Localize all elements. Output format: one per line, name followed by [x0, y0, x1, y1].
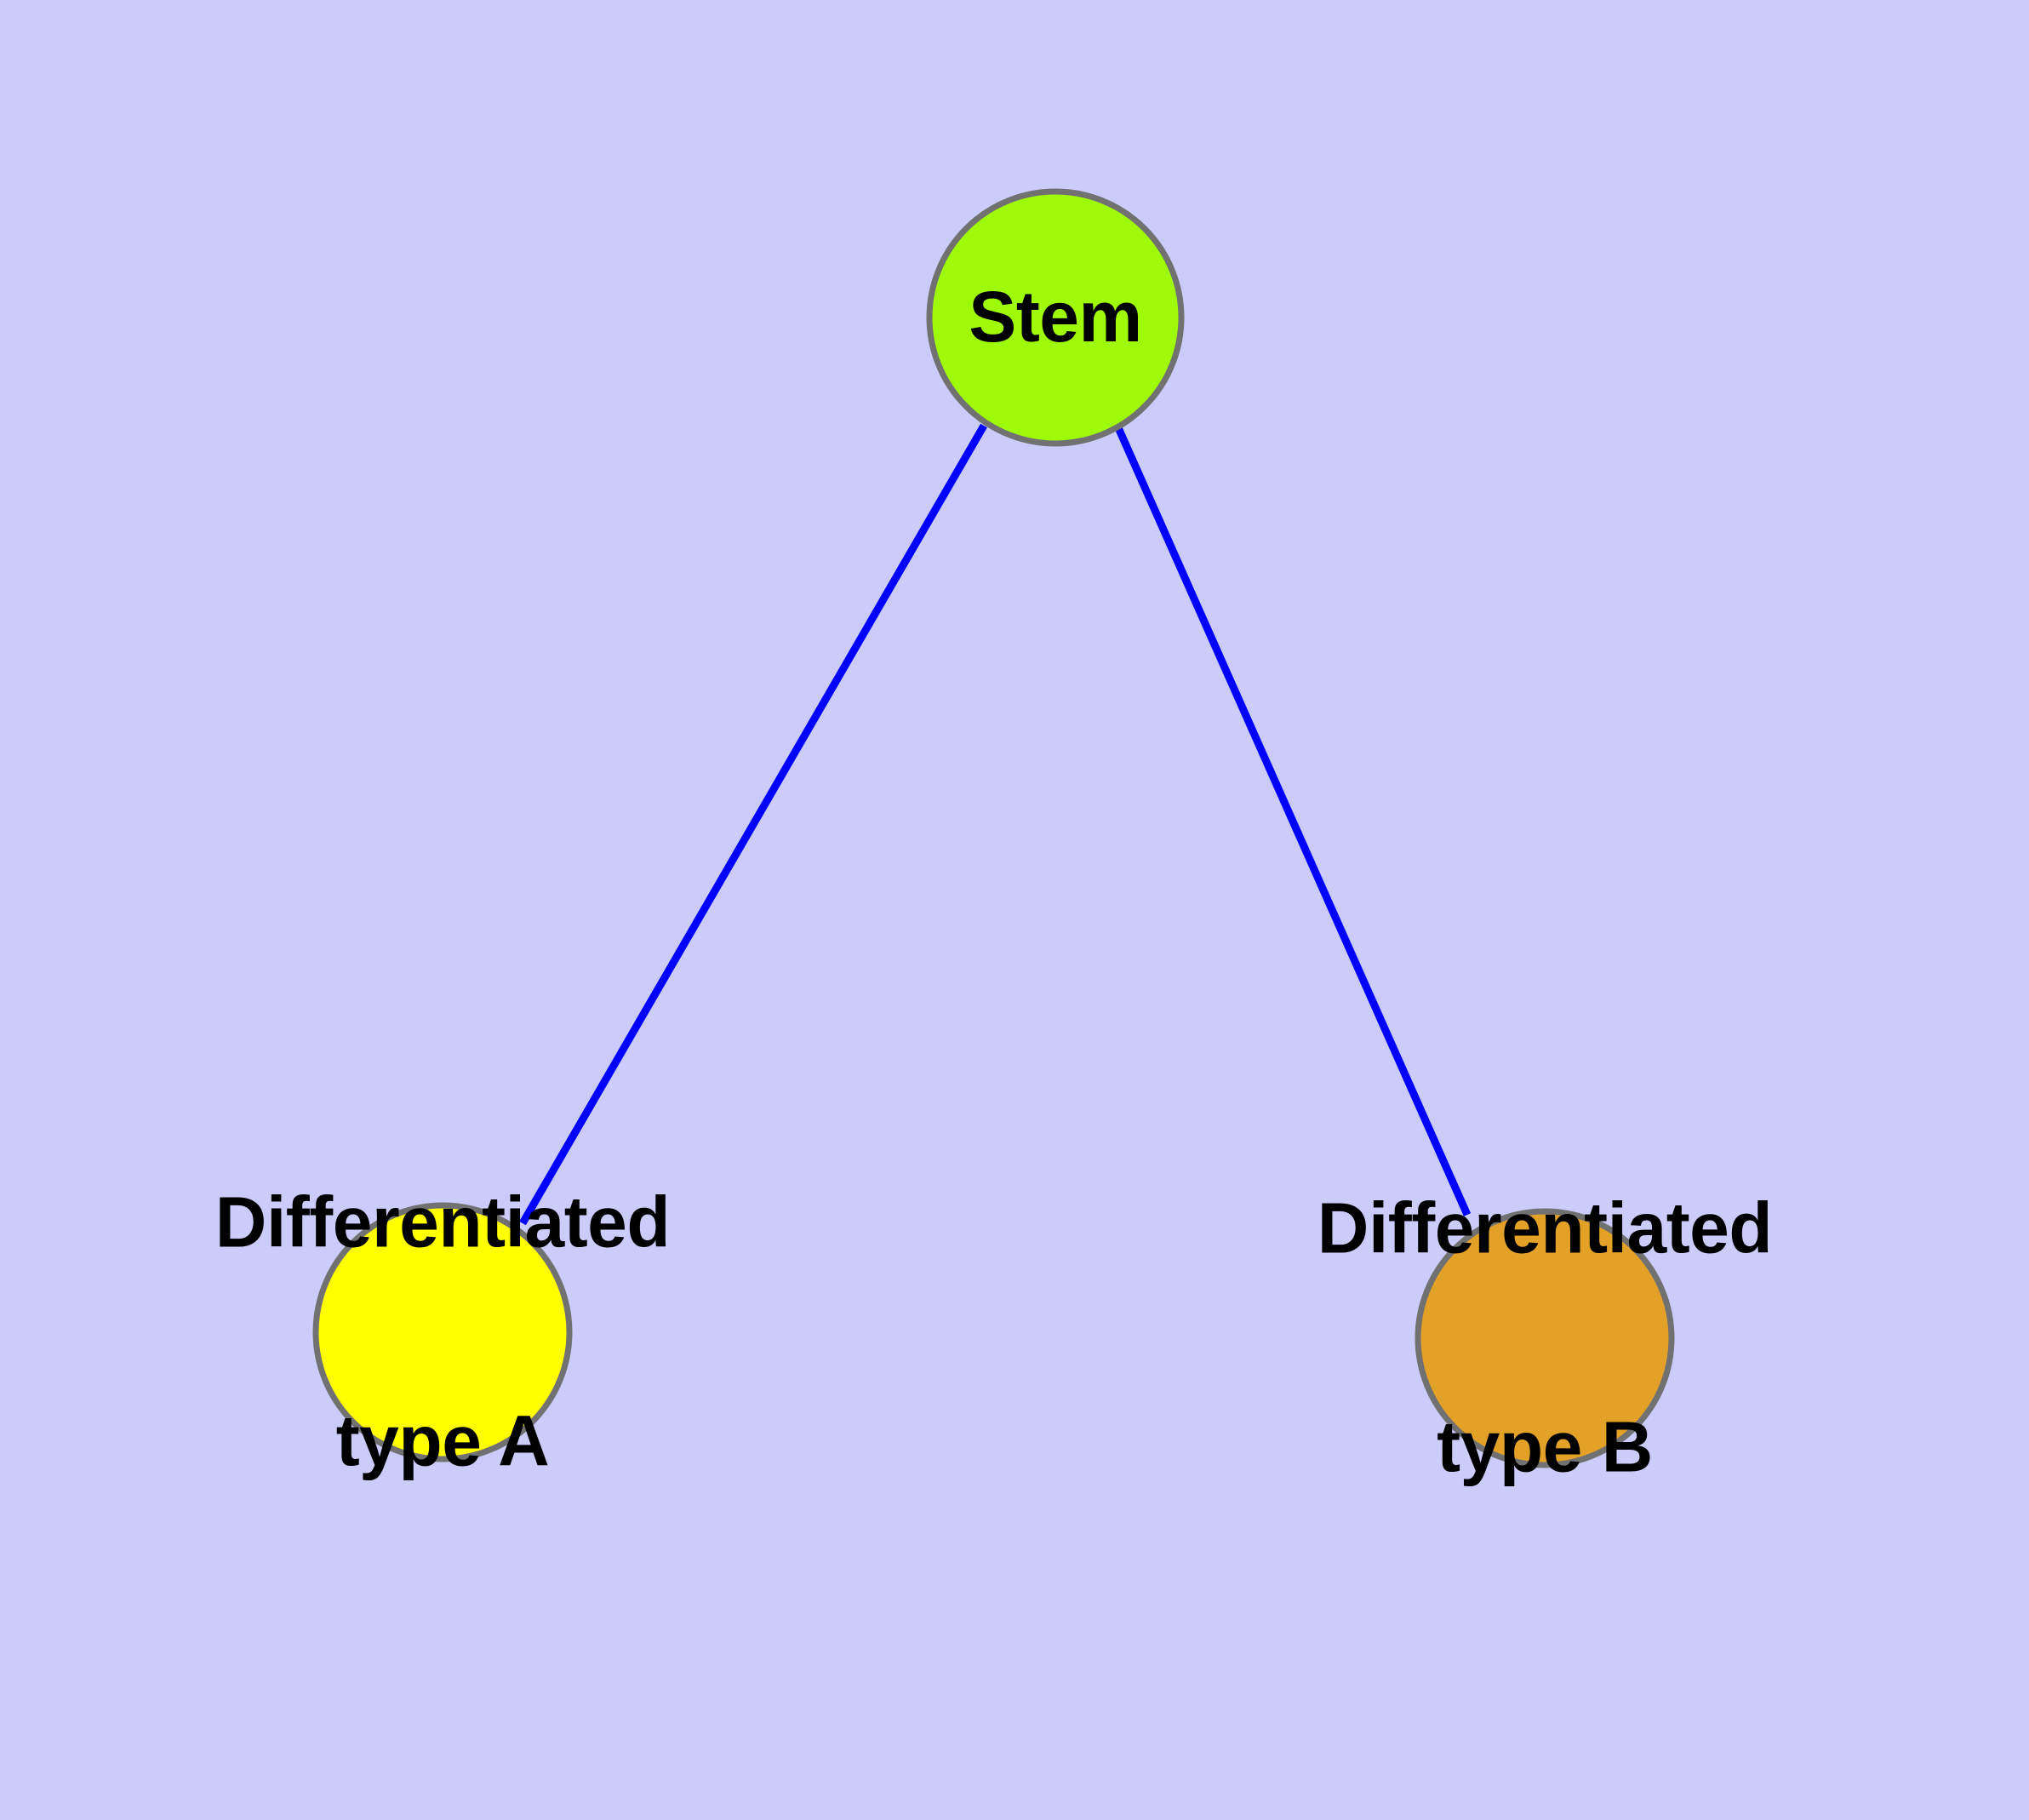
edge-group	[519, 422, 1472, 1226]
node-circle-differentiated-type-a[interactable]	[312, 1202, 573, 1462]
node-circle-stem[interactable]	[926, 188, 1185, 447]
node-circle-differentiated-type-b[interactable]	[1415, 1208, 1675, 1468]
edge-stem-to-differentiated-type-a	[519, 423, 987, 1226]
edge-stem-to-differentiated-type-b	[1112, 422, 1472, 1216]
node-group	[312, 188, 1675, 1468]
